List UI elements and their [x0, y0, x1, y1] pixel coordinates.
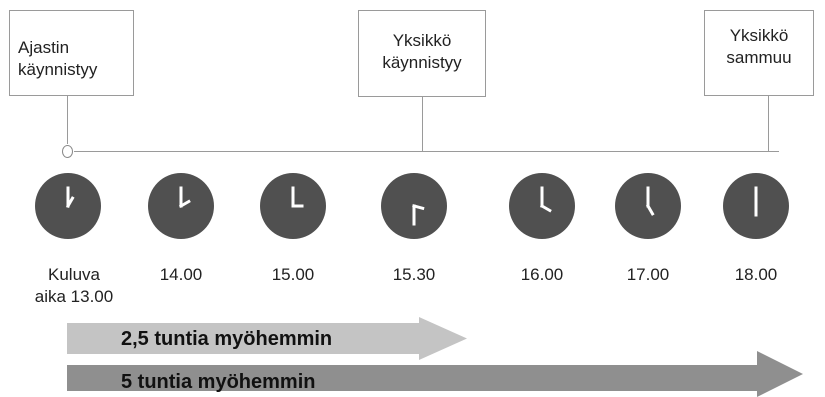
- callout-timer-starts: Ajastin käynnistyy: [9, 10, 134, 96]
- connector-line: [422, 97, 423, 152]
- callout-line: Yksikkö: [729, 26, 789, 45]
- clock-icon: [147, 172, 215, 240]
- arrow-label: 2,5 tuntia myöhemmin: [121, 328, 333, 350]
- clock-icon: [380, 172, 448, 240]
- callout-line: sammuu: [726, 48, 792, 67]
- clock-icon: [259, 172, 327, 240]
- clock-label-line: aika 13.00: [34, 287, 114, 306]
- callout-unit-stops: Yksikkö sammuu: [704, 10, 814, 96]
- clock-icon: [722, 172, 790, 240]
- clock-label-line: 15.00: [271, 265, 315, 284]
- clock-label: 18.00: [706, 264, 806, 286]
- hour-hand: [539, 203, 552, 213]
- arrow-shape: [67, 317, 467, 360]
- clock-label-line: 17.00: [626, 265, 670, 284]
- hour-hand: [65, 196, 75, 209]
- clock-label: 17.00: [598, 264, 698, 286]
- arrow-shape: [67, 351, 803, 397]
- hour-hand: [412, 204, 425, 211]
- callout-line: käynnistyy: [382, 53, 462, 72]
- clock-label: Kuluva aika 13.00: [24, 264, 124, 308]
- clock-label: 14.00: [131, 264, 231, 286]
- hour-hand: [645, 203, 655, 216]
- connector-line: [768, 96, 769, 152]
- hour-hand: [178, 199, 191, 209]
- arrow-2-5-hours: [67, 317, 467, 360]
- clock-label-line: 15.30: [392, 265, 436, 284]
- connector-line: [67, 96, 68, 144]
- clock-label-line: Kuluva: [48, 265, 100, 284]
- callout-line: Yksikkö: [392, 31, 452, 50]
- clock-icon: [614, 172, 682, 240]
- clock-label: 16.00: [492, 264, 592, 286]
- clock-label-line: 16.00: [520, 265, 564, 284]
- timeline-line: [74, 151, 779, 152]
- callout-line: käynnistyy: [18, 60, 98, 79]
- arrow-5-hours: [67, 351, 803, 397]
- callout-line: Ajastin: [18, 38, 70, 57]
- timeline-start-marker: [62, 145, 73, 158]
- clock-label: 15.00: [243, 264, 343, 286]
- clock-icon: [34, 172, 102, 240]
- clock-icon: [508, 172, 576, 240]
- clock-label: 15.30: [364, 264, 464, 286]
- clock-label-line: 18.00: [734, 265, 778, 284]
- callout-unit-starts: Yksikkö käynnistyy: [358, 10, 486, 97]
- clock-label-line: 14.00: [159, 265, 203, 284]
- arrow-label: 5 tuntia myöhemmin: [121, 371, 316, 393]
